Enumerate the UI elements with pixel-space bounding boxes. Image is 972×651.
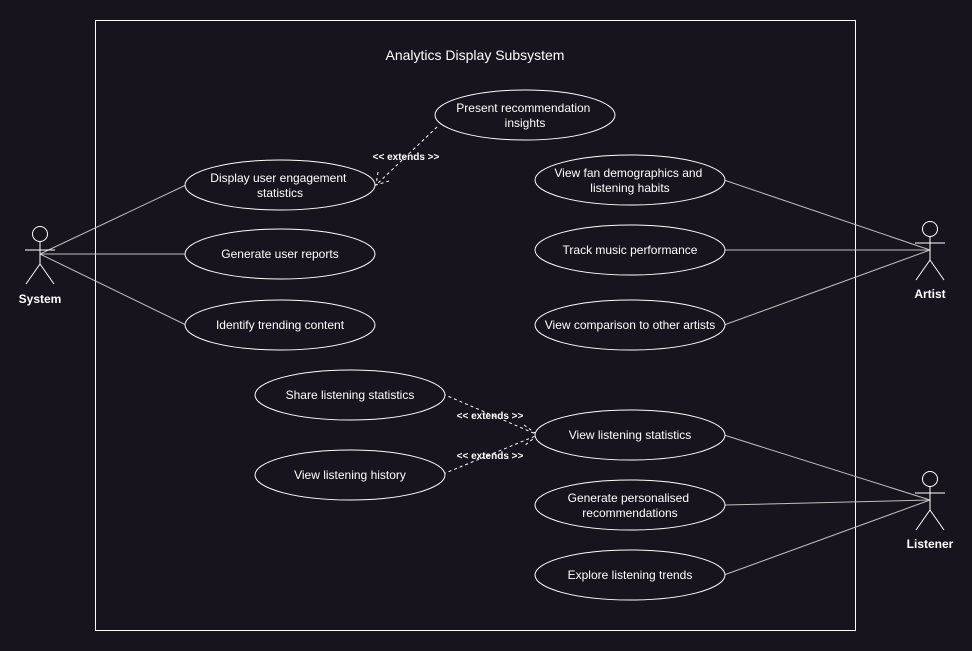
- extends-relations: << extends >> << extends >> << extends >…: [373, 126, 539, 475]
- extend-arrow-share: [442, 393, 539, 436]
- actor-label-listener: Listener: [907, 537, 954, 551]
- use-case-view-comparison-to-other-artists[interactable]: View comparison to other artists: [534, 299, 726, 351]
- use-case-label: statistics: [257, 186, 303, 200]
- assoc-artist-fan-demographics: [723, 179, 931, 251]
- stick-figure-icon: [915, 471, 945, 531]
- svg-text:Generate personalised re: Generate personalised recommendations: [568, 491, 693, 520]
- use-case-label: View listening history: [294, 468, 406, 482]
- assoc-listener-personalised-recs: [724, 499, 931, 506]
- use-case-label: Track music performance: [563, 243, 698, 257]
- actor-artist[interactable]: Artist: [914, 221, 946, 302]
- use-case-label: Share listening statistics: [286, 388, 415, 402]
- use-case-label: insights: [505, 116, 546, 130]
- assoc-listener-explore-trends: [723, 499, 931, 576]
- use-case-share-listening-statistics[interactable]: Share listening statistics: [254, 369, 446, 421]
- actor-label-artist: Artist: [914, 287, 945, 301]
- stick-figure-icon: [915, 221, 945, 281]
- assoc-listener-view-statistics: [723, 434, 931, 501]
- use-case-generate-user-reports[interactable]: Generate user reports: [184, 228, 376, 280]
- use-case-label: View comparison to other artists: [545, 318, 716, 332]
- actor-system[interactable]: System: [19, 226, 62, 307]
- actor-label-system: System: [19, 292, 62, 306]
- use-case-label: Display user engagement: [210, 171, 347, 185]
- use-case-present-recommendation-insights[interactable]: Present recommendation insights: [434, 89, 616, 141]
- svg-text:Display user engagement: Display user engagement statistics: [210, 171, 349, 200]
- stick-figure-icon: [25, 226, 55, 285]
- assoc-artist-view-comparison: [723, 249, 931, 326]
- extends-label-history: << extends >>: [457, 451, 524, 462]
- svg-text:Present recommendation i: Present recommendation insights: [456, 101, 593, 130]
- use-case-label: recommendations: [582, 506, 677, 520]
- use-case-track-music-performance[interactable]: Track music performance: [534, 224, 726, 276]
- extend-arrowhead-insights: [375, 171, 390, 186]
- use-case-label: Identify trending content: [216, 318, 345, 332]
- use-case-explore-listening-trends[interactable]: Explore listening trends: [534, 549, 726, 601]
- use-case-label: Generate user reports: [221, 247, 338, 261]
- use-case-view-listening-statistics[interactable]: View listening statistics: [534, 409, 726, 461]
- use-case-label: Present recommendation: [456, 101, 590, 115]
- assoc-system-display-engagement: [39, 184, 187, 255]
- boundary-title: Analytics Display Subsystem: [386, 47, 565, 63]
- use-case-display-user-engagement-statistics[interactable]: Display user engagement statistics: [184, 159, 376, 211]
- use-case-view-listening-history[interactable]: View listening history: [254, 449, 446, 501]
- use-case-view-fan-demographics[interactable]: View fan demographics and listening habi…: [534, 154, 726, 206]
- extend-arrow-history: [442, 434, 539, 475]
- extend-arrow-insights: [375, 126, 438, 186]
- extends-label-insights: << extends >>: [373, 152, 440, 163]
- extends-label-share: << extends >>: [457, 411, 524, 422]
- actor-listener[interactable]: Listener: [907, 471, 954, 552]
- assoc-system-identify-trending: [39, 253, 187, 326]
- use-case-label: View fan demographics and: [554, 166, 702, 180]
- use-case-generate-personalised-recommendations[interactable]: Generate personalised recommendations: [534, 479, 726, 531]
- use-case-identify-trending-content[interactable]: Identify trending content: [184, 299, 376, 351]
- use-case-label: listening habits: [590, 181, 669, 195]
- use-case-label: Generate personalised: [568, 491, 689, 505]
- associations: [39, 179, 931, 576]
- svg-text:View fan demographics and: View fan demographics and listening habi…: [554, 166, 705, 195]
- system-boundary: [95, 20, 856, 631]
- use-case-label: View listening statistics: [569, 428, 692, 442]
- use-case-label: Explore listening trends: [568, 568, 693, 582]
